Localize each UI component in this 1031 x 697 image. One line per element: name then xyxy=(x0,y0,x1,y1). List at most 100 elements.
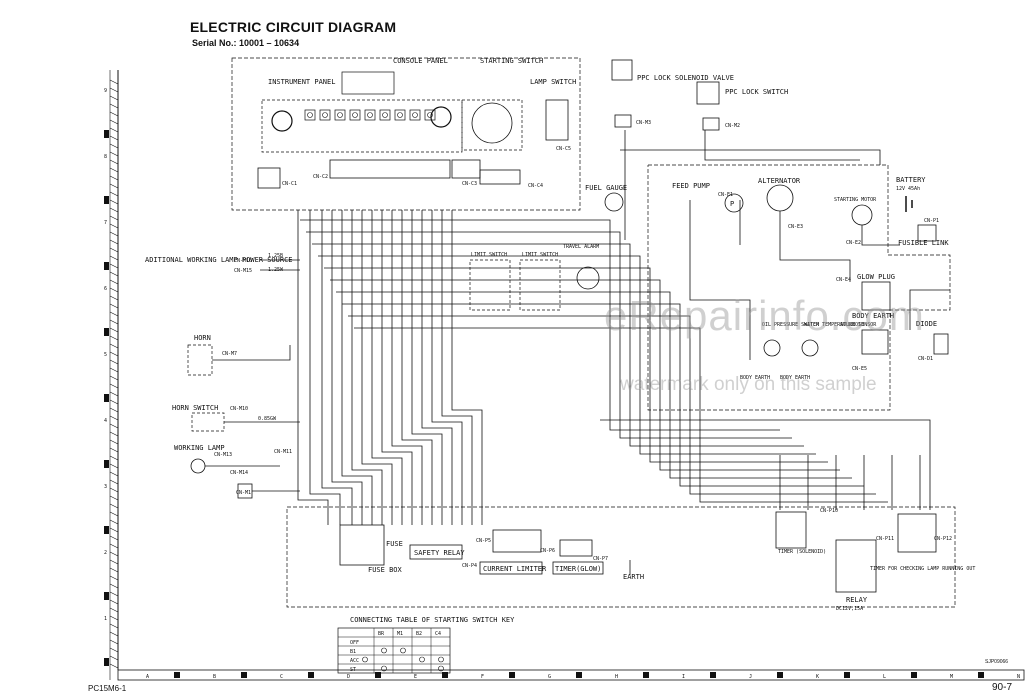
horn-switch-icon xyxy=(191,412,225,432)
lamp-switch-icon xyxy=(545,99,569,141)
travel-alarm-icon xyxy=(576,266,600,290)
key-table-title: CONNECTING TABLE OF STARTING SWITCH KEY xyxy=(350,616,515,624)
limit-switch-2 xyxy=(519,259,561,311)
model-code: PC15M6-1 xyxy=(88,684,127,693)
diode-icon xyxy=(933,333,949,355)
ppc-solenoid-icon xyxy=(611,59,633,81)
doc-id: SJP09066 xyxy=(985,659,1009,665)
timer-glow-label: TIMER(GLOW) xyxy=(555,565,601,573)
column-label: J xyxy=(749,674,752,680)
horn-icon xyxy=(187,344,213,376)
relay-spec: DC12V,15A xyxy=(836,606,863,612)
watermark-note: watermark only on this sample xyxy=(620,374,877,395)
key-switch-icon xyxy=(471,102,513,144)
oil-pressure-label: OIL PRESSURE SWITCH xyxy=(762,322,819,328)
cn-c3-label: CN-C3 xyxy=(462,181,477,187)
ppc-lock-valve-label: PPC LOCK SOLENOID VALVE xyxy=(637,74,734,82)
key-table-header: B2 xyxy=(416,631,422,637)
cn-e1-label: CN-E1 xyxy=(718,192,733,198)
column-label: G xyxy=(548,674,551,680)
current-limiter-label: CURRENT LIMITER xyxy=(483,565,547,573)
cn-m10-label: CN-M10 xyxy=(230,406,248,412)
oil-pressure-icon xyxy=(763,339,781,357)
hourmeter-icon xyxy=(271,110,293,132)
row-label: 4 xyxy=(104,418,107,424)
working-lamp-icon xyxy=(190,458,206,474)
svg-text:P: P xyxy=(730,200,734,208)
key-table-header: C4 xyxy=(435,631,441,637)
timer-solenoid-icon xyxy=(775,511,807,549)
watermark-site: eRepairinfo.com xyxy=(604,292,925,339)
row-label: 1 xyxy=(104,616,107,622)
wire-085gw: 0.85GW xyxy=(258,416,277,422)
safety-relay-label: SAFETY RELAY xyxy=(414,549,465,557)
solenoid-label: SOLENOID xyxy=(840,322,864,328)
feed-pump-label: FEED PUMP xyxy=(672,182,710,190)
ppc-lock-switch-label: PPC LOCK SWITCH xyxy=(725,88,788,96)
diode-label: DIODE xyxy=(916,320,937,328)
lower-frame xyxy=(286,506,956,608)
limit-switch-1 xyxy=(469,259,511,311)
earth-label: EARTH xyxy=(623,573,644,581)
cn-p5-label: CN-P5 xyxy=(476,538,491,544)
row-label: 8 xyxy=(104,154,107,160)
indicator-lamps xyxy=(304,109,436,121)
column-label: C xyxy=(280,674,283,680)
cn-c2-label: CN-C2 xyxy=(313,174,328,180)
cn-m1-label: CN-M1 xyxy=(236,490,251,496)
body-earth-top-label: BODY EARTH xyxy=(852,312,894,320)
battery-label: BATTERY xyxy=(896,176,926,184)
relay-label: RELAY xyxy=(846,596,868,604)
key-table-header: BR xyxy=(378,631,385,637)
cn-c1-label: CN-C1 xyxy=(282,181,297,187)
glow-plug-label: GLOW PLUG xyxy=(857,273,895,281)
engine-frame xyxy=(647,164,951,411)
cn-p6-label: CN-P6 xyxy=(540,548,555,554)
column-label: N xyxy=(1017,674,1020,680)
column-label: E xyxy=(414,674,417,680)
alternator-icon xyxy=(766,184,794,212)
key-table-header: M1 xyxy=(397,631,403,637)
cn-e3-label: CN-E3 xyxy=(788,224,803,230)
column-label: B xyxy=(213,674,216,680)
console-panel-label: CONSOLE PANEL xyxy=(393,57,448,65)
water-temp-label: WATER TEMPERATURE SENSOR xyxy=(804,322,877,328)
column-label: D xyxy=(347,674,350,680)
battery-spec: 12V 45Ah xyxy=(896,186,920,192)
key-table-row: ACC xyxy=(350,658,359,664)
cn-e5-label: CN-E5 xyxy=(852,366,867,372)
cn-m7-label: CN-M7 xyxy=(222,351,237,357)
lamp-switch-label: LAMP SWITCH xyxy=(530,78,576,86)
water-temp-icon xyxy=(801,339,819,357)
timer-glow-icon xyxy=(559,539,593,557)
cn-p11-label: CN-P11 xyxy=(876,536,894,542)
instrument-panel-label: INSTRUMENT PANEL xyxy=(268,78,335,86)
gauge-icon xyxy=(430,106,452,128)
row-label: 7 xyxy=(104,220,107,226)
connector-c2 xyxy=(329,159,451,179)
cn-p12-label: CN-P12 xyxy=(934,536,952,542)
row-label: 6 xyxy=(104,286,107,292)
travel-alarm-label: TRAVEL ALARM xyxy=(563,244,599,250)
page-title: ELECTRIC CIRCUIT DIAGRAM xyxy=(190,19,397,35)
starting-motor-icon xyxy=(851,204,873,226)
wire-harness xyxy=(205,130,950,575)
cn-p10-label: CN-P10 xyxy=(820,508,838,514)
column-label: M xyxy=(950,674,953,680)
frame-ticks xyxy=(104,79,119,669)
body-earth-2: BODY EARTH xyxy=(780,375,810,381)
key-table-row: OFF xyxy=(350,640,359,646)
safety-relay-icon xyxy=(409,544,463,560)
timer-check-label: TIMER FOR CHECKING LAMP RUNNING OUT xyxy=(870,566,975,572)
cn-m3-label: CN-M3 xyxy=(636,120,651,126)
fusible-link-label: FUSIBLE LINK xyxy=(898,239,949,247)
column-label: F xyxy=(481,674,484,680)
cn-m11-label: CN-M11 xyxy=(274,449,292,455)
page-number: 90-7 xyxy=(992,682,1013,693)
fuel-gauge-label: FUEL GAUGE xyxy=(585,184,627,192)
wire-125b: 1.25B xyxy=(268,253,283,259)
row-label: 2 xyxy=(104,550,107,556)
